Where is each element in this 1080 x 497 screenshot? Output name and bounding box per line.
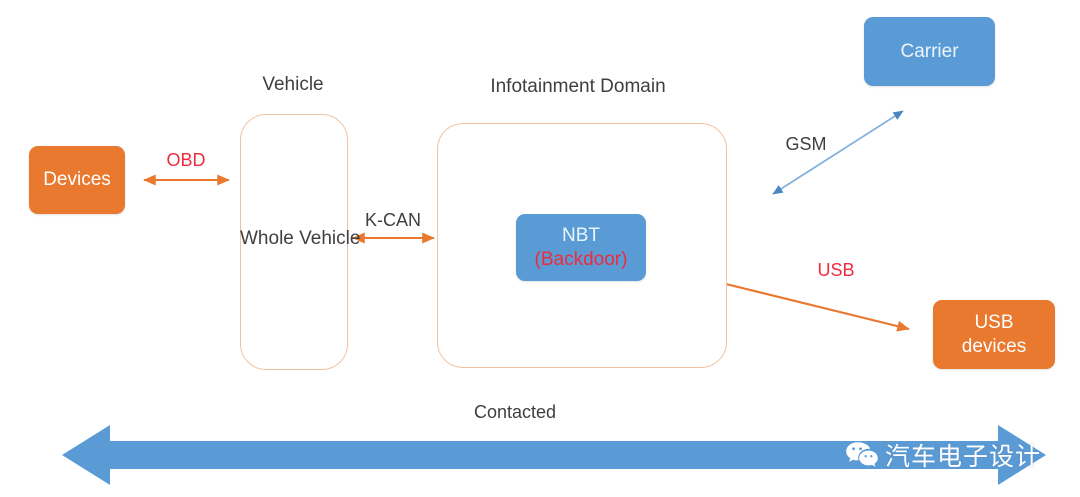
node-devices[interactable]: Devices [29,146,125,214]
wechat-icon [846,442,878,467]
watermark-text: 汽车电子设计 [885,442,1042,471]
node-whole-vehicle-line2: Vehicle [299,228,361,249]
node-nbt-line1: NBT [562,224,600,246]
edge-label-obd: OBD [166,150,206,170]
node-whole-vehicle-line1: Whole [240,228,294,249]
node-whole-vehicle-label: Whole Vehicle [240,226,360,252]
node-devices-label: Devices [43,169,111,191]
node-nbt-line2: (Backdoor) [534,248,628,270]
group-title-infotainment: Infotainment Domain [490,76,666,97]
edge-label-kcan: K-CAN [364,210,421,230]
node-nbt[interactable]: NBT (Backdoor) [516,214,646,281]
edge-label-usb: USB [817,260,855,280]
node-carrier-label: Carrier [900,40,959,62]
node-usb-devices-line1: USB [974,311,1014,333]
watermark: 汽车电子设计 [845,437,1041,473]
node-usb-devices-line2: devices [961,335,1027,357]
group-box-vehicle [240,114,348,370]
node-usb-devices[interactable]: USB devices [933,300,1055,369]
edge-label-gsm: GSM [785,134,827,154]
group-title-vehicle: Vehicle [262,74,324,95]
node-carrier[interactable]: Carrier [864,17,995,86]
bottom-arrow-label: Contacted [473,402,557,422]
